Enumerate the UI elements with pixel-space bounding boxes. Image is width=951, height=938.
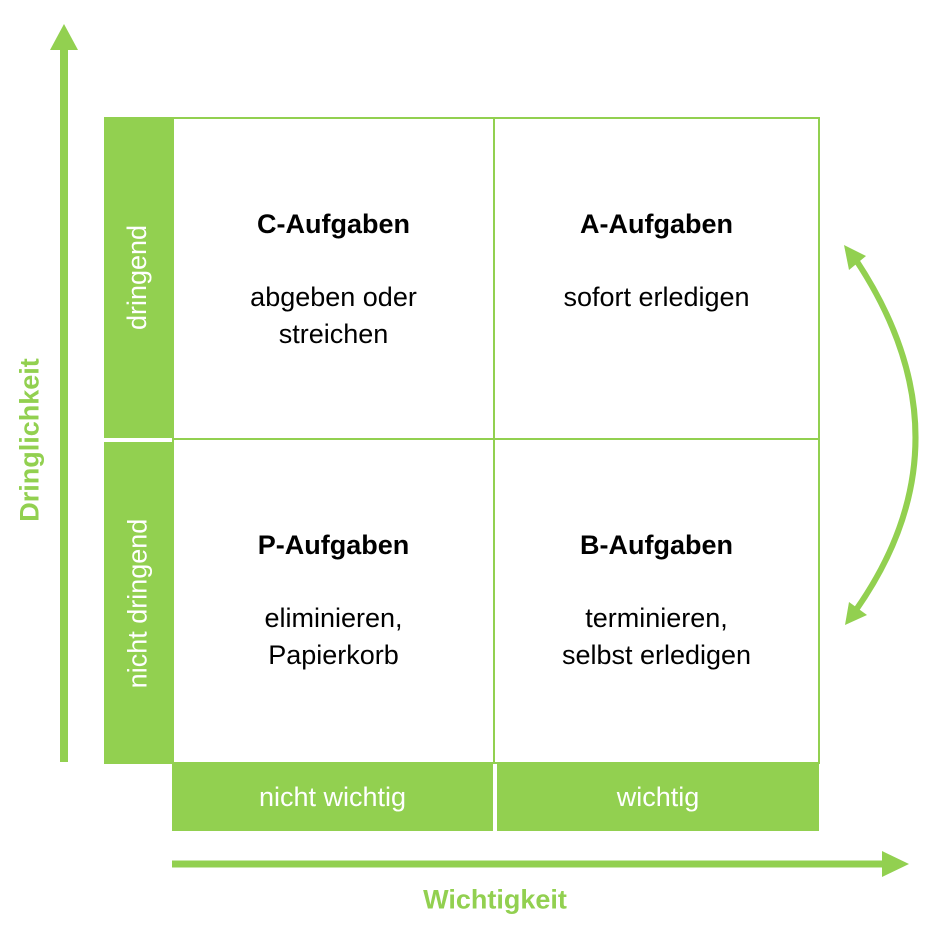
x-axis-title: Wichtigkeit (423, 884, 567, 915)
curved-double-arrow (844, 245, 919, 625)
x-axis-arrow (172, 851, 909, 877)
y-axis-title: Dringlichkeit (14, 358, 45, 522)
quadrant-c-tasks: C-Aufgaben abgeben oder streichen (172, 117, 495, 440)
row-label-urgent: dringend (104, 117, 172, 438)
quadrant-description: terminieren, selbst erledigen (561, 603, 752, 670)
quadrant-p-tasks: P-Aufgaben eliminieren, Papierkorb (172, 438, 495, 764)
quadrant-description: eliminieren, Papierkorb (264, 603, 403, 670)
row-label-urgent-text: dringend (122, 224, 153, 331)
row-label-not-urgent: nicht dringend (104, 442, 172, 764)
quadrant-title: P-Aufgaben (257, 530, 410, 560)
quadrant-a-tasks: A-Aufgaben sofort erledigen (493, 117, 820, 440)
column-label-not-important: nicht wichtig (172, 764, 493, 831)
quadrant-title: C-Aufgaben (257, 209, 410, 239)
quadrant-description: abgeben oder streichen (250, 282, 417, 349)
quadrant-title: A-Aufgaben (580, 209, 733, 239)
column-label-important: wichtig (497, 764, 819, 831)
quadrant-description: sofort erledigen (563, 282, 750, 312)
quadrant-b-tasks: B-Aufgaben terminieren, selbst erledigen (493, 438, 820, 764)
quadrant-title: B-Aufgaben (580, 530, 733, 560)
y-axis-arrow (50, 24, 78, 762)
row-label-not-urgent-text: nicht dringend (122, 518, 153, 688)
